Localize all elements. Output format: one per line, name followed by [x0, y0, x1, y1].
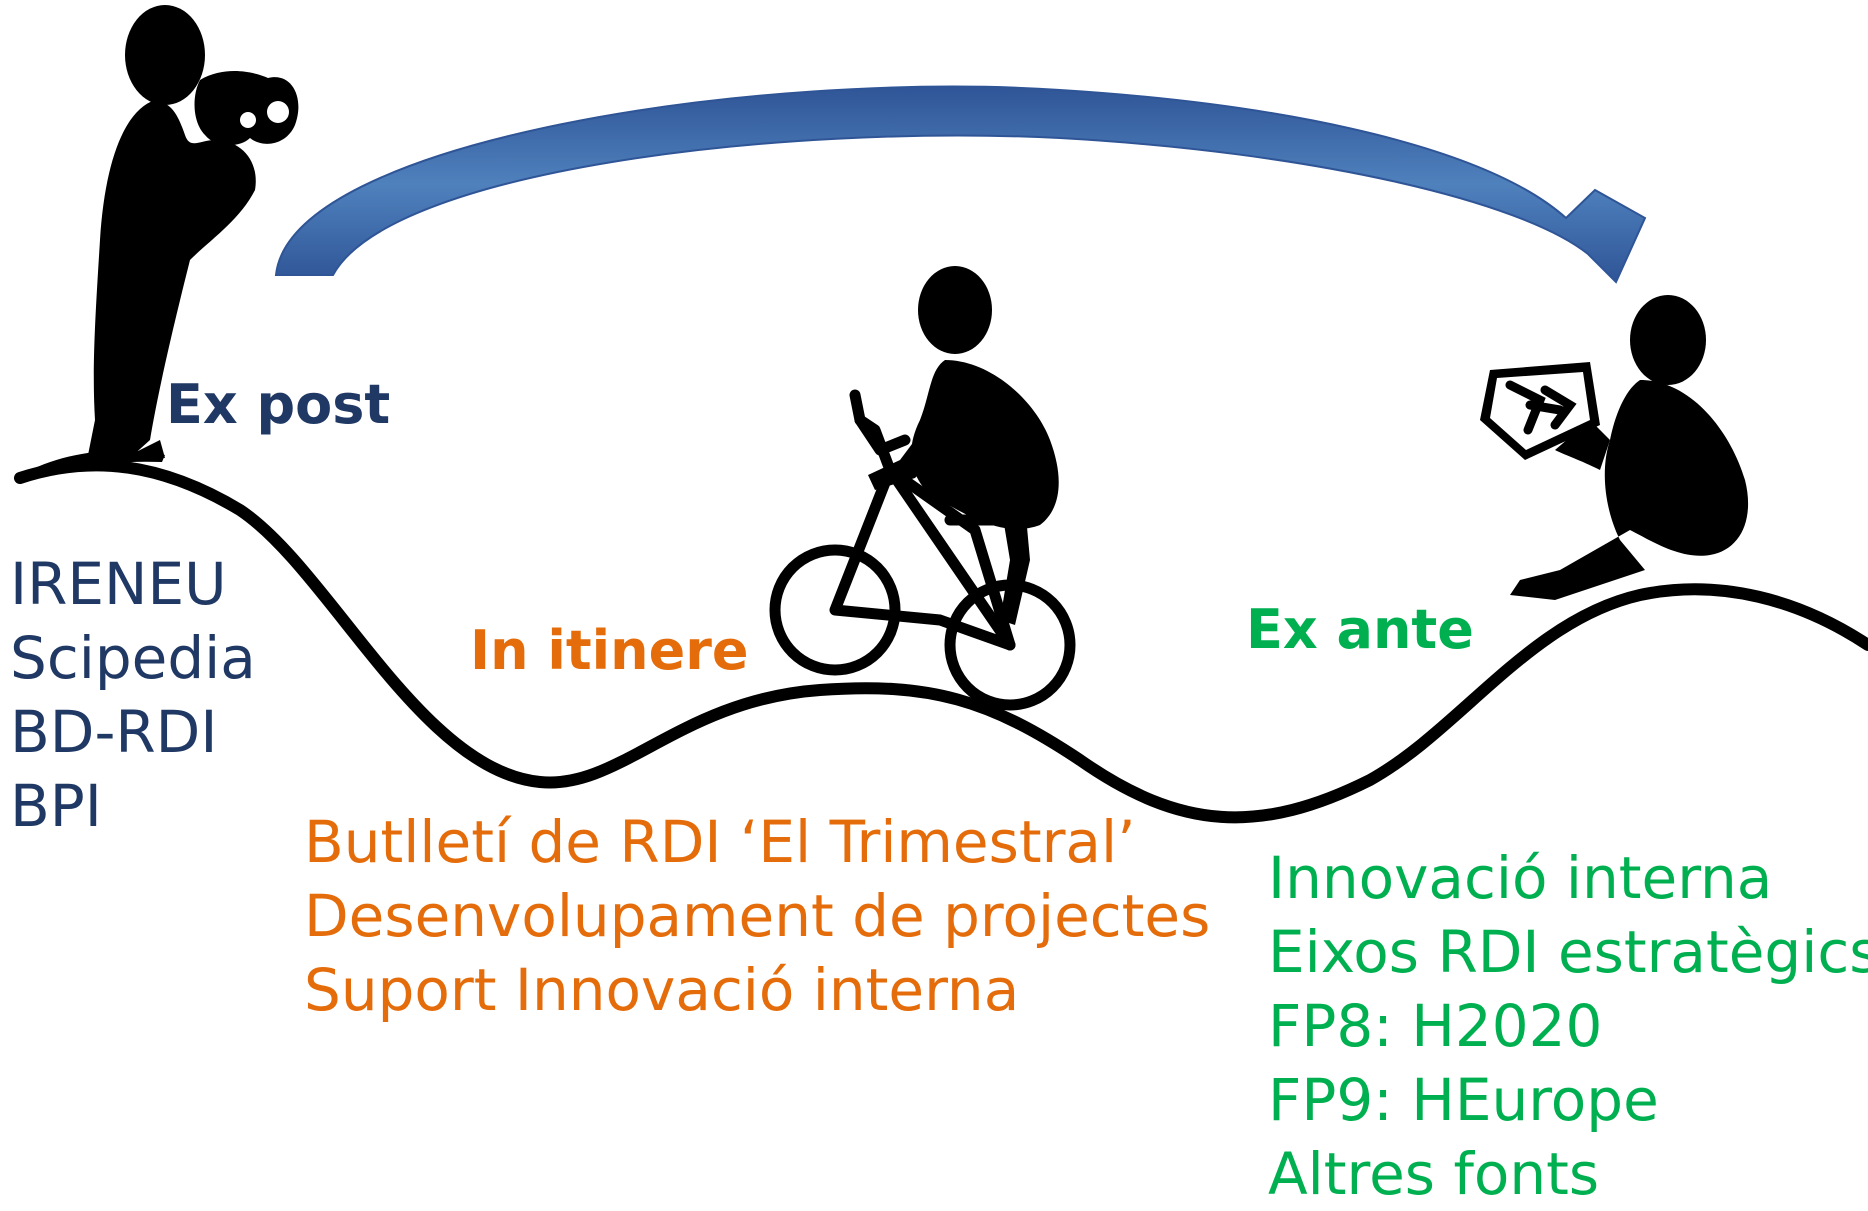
list-item: FP8: H2020	[1268, 992, 1603, 1060]
cyclist-icon	[769, 266, 1076, 711]
list-item: Innovació interna	[1268, 844, 1773, 912]
list-item: BD-RDI	[10, 698, 218, 766]
list-item: Suport Innovació interna	[304, 956, 1020, 1024]
list-item: Eixos RDI estratègics	[1268, 918, 1868, 986]
ex-ante-list: Innovació interna Eixos RDI estratègics …	[1268, 841, 1868, 1211]
hills-icon	[14, 459, 1868, 824]
curved-arrow-icon	[274, 85, 1647, 284]
list-item: Desenvolupament de projectes	[304, 882, 1211, 950]
list-item: FP9: HEurope	[1268, 1066, 1659, 1134]
map-reader-icon	[1480, 295, 1749, 600]
list-item: Scipedia	[10, 624, 256, 692]
list-item: Butlletí de RDI ‘El Trimestral’	[304, 808, 1136, 876]
list-item: BPI	[10, 772, 102, 840]
ex-post-title: Ex post	[166, 373, 391, 436]
photographer-icon	[88, 5, 299, 458]
in-itinere-title: In itinere	[470, 619, 749, 682]
list-item: Altres fonts	[1268, 1140, 1600, 1208]
in-itinere-list: Butlletí de RDI ‘El Trimestral’ Desenvol…	[304, 805, 1210, 1027]
ex-ante-title: Ex ante	[1246, 598, 1474, 661]
ex-post-list: IRENEU Scipedia BD-RDI BPI	[10, 547, 256, 843]
list-item: IRENEU	[10, 550, 227, 618]
